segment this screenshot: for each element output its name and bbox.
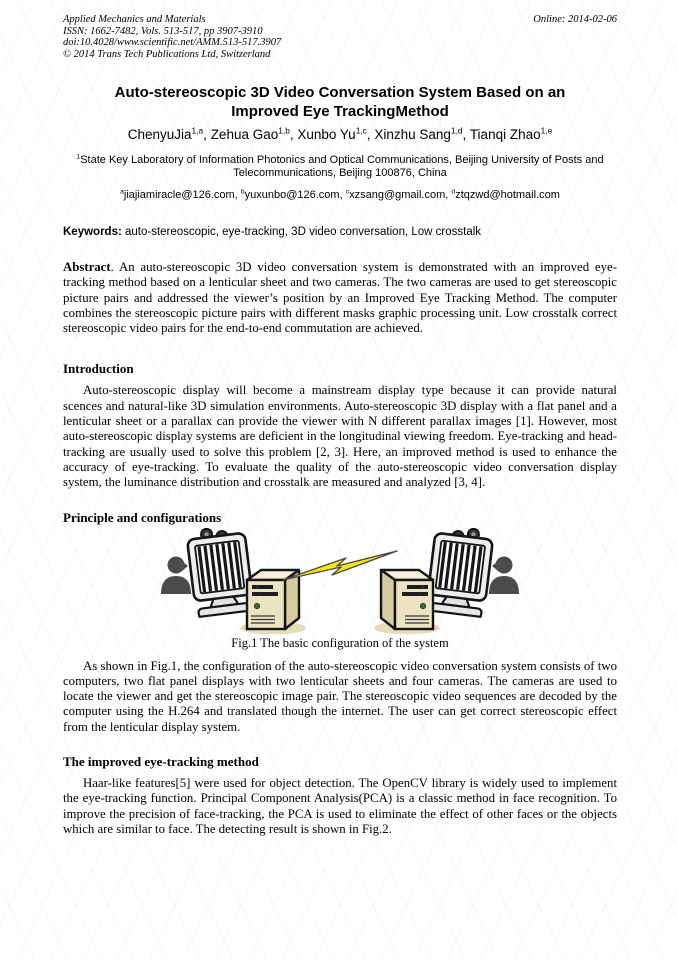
affiliation-sup: 1 <box>76 153 81 161</box>
author-name: Zehua Gao <box>210 127 279 142</box>
journal-doi: doi:10.4028/www.scientific.net/AMM.513-5… <box>63 37 282 48</box>
section-heading-introduction: Introduction <box>63 361 134 377</box>
section-heading-eyetracking: The improved eye-tracking method <box>63 754 259 770</box>
abstract-label: Abstract <box>63 260 111 274</box>
email-sup: d <box>451 188 456 196</box>
author-affil-sup: 1,a <box>191 125 204 136</box>
online-date: Online: 2014-02-06 <box>533 14 617 25</box>
author-separator: , <box>289 127 298 142</box>
keywords-text: auto-stereoscopic, eye-tracking, 3D vide… <box>121 226 482 238</box>
affiliation-text: State Key Laboratory of Information Phot… <box>80 154 604 179</box>
email-separator: , <box>339 189 346 201</box>
email-sup: c <box>345 188 350 196</box>
paper-title-line2: Improved Eye TrackingMethod <box>231 103 449 120</box>
journal-copyright: © 2014 Trans Tech Publications Ltd, Swit… <box>63 48 271 60</box>
workstation-right <box>372 527 521 634</box>
workstation-left <box>159 527 308 634</box>
author-affil-sup: 1,c <box>355 125 367 136</box>
email-address: xzsang@gmail.com <box>349 189 446 201</box>
section-heading-principle: Principle and configurations <box>63 509 222 525</box>
affiliation: 1State Key Laboratory of Information Pho… <box>63 153 617 180</box>
author-separator: , <box>462 127 470 142</box>
email: cxzsang@gmail.com, <box>345 188 452 201</box>
author-name: ChenyuJia <box>127 127 192 142</box>
figure-1-caption: Fig.1 The basic configuration of the sys… <box>231 635 449 650</box>
email-address: ztqzwd@hotmail.com <box>455 189 560 201</box>
abstract-text: . An auto-stereoscopic 3D video conversa… <box>63 260 617 336</box>
email-address: yuxunbo@126.com <box>244 189 340 201</box>
lightning-bolt-icon <box>282 549 398 581</box>
eyetracking-paragraph: Haar-like features[5] were used for obje… <box>63 776 617 836</box>
author-name: Tianqi Zhao <box>469 127 541 142</box>
email-sup: a <box>120 188 124 196</box>
author: Zehua Gao1,b, <box>210 125 298 142</box>
journal-header: Applied Mechanics and Materials ISSN: 16… <box>63 14 617 60</box>
abstract-paragraph: Abstract. An auto-stereoscopic 3D video … <box>63 260 617 336</box>
email: ajiajiamiracle@126.com, <box>120 188 241 201</box>
figure-1: Fig.1 The basic configuration of the sys… <box>63 527 617 651</box>
introduction-paragraph: Auto-stereoscopic display will become a … <box>63 383 617 490</box>
email-separator: , <box>445 189 452 201</box>
journal-header-left: Applied Mechanics and Materials ISSN: 16… <box>63 14 281 60</box>
author: Xunbo Yu1,c, <box>297 125 375 142</box>
email-separator: , <box>234 189 241 201</box>
email: byuxunbo@126.com, <box>240 188 346 201</box>
author-list: ChenyuJia1,a, Zehua Gao1,b, Xunbo Yu1,c,… <box>63 126 617 144</box>
author: ChenyuJia1,a, <box>127 125 211 142</box>
email: dztqzwd@hotmail.com <box>451 188 560 201</box>
email-sup: b <box>240 188 245 196</box>
system-configuration-diagram <box>159 527 521 634</box>
paper-title-line1: Auto-stereoscopic 3D Video Conversation … <box>114 84 566 101</box>
email-list: ajiajiamiracle@126.com, byuxunbo@126.com… <box>63 188 617 202</box>
author-separator: , <box>366 127 375 142</box>
email-address: jiajiamiracle@126.com <box>123 189 235 201</box>
journal-issn: ISSN: 1662-7482, Vols. 513-517, pp 3907-… <box>63 25 263 37</box>
author-separator: , <box>203 127 211 142</box>
paper-title: Auto-stereoscopic 3D Video Conversation … <box>63 83 617 121</box>
author: Xinzhu Sang1,d, <box>374 125 470 142</box>
principle-paragraph: As shown in Fig.1, the configuration of … <box>63 658 617 734</box>
author-affil-sup: 1,e <box>540 125 553 136</box>
author-affil-sup: 1,b <box>278 125 290 136</box>
author-name: Xunbo Yu <box>297 127 356 142</box>
keywords-label: Keywords: <box>63 226 122 238</box>
author-name: Xinzhu Sang <box>374 127 451 142</box>
keywords-line: Keywords: auto-stereoscopic, eye-trackin… <box>63 225 617 239</box>
author: Tianqi Zhao1,e <box>469 125 553 142</box>
journal-name: Applied Mechanics and Materials <box>63 14 206 25</box>
author-affil-sup: 1,d <box>450 125 463 136</box>
